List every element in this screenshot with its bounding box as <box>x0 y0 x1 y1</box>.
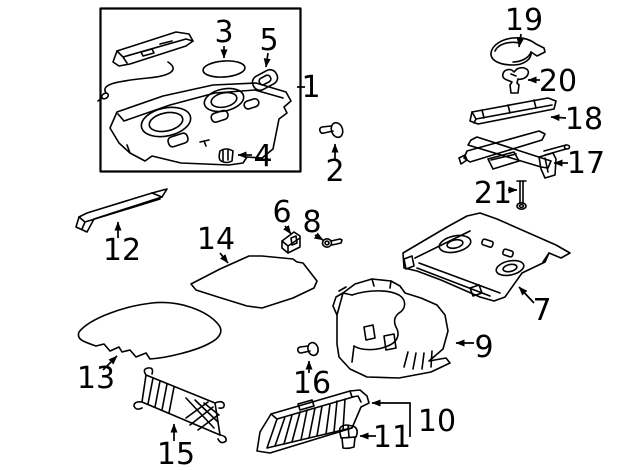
part-9-side-trim-panel <box>332 278 451 379</box>
callout-11[interactable]: 11 <box>373 420 411 455</box>
callout-9[interactable]: 9 <box>474 330 493 365</box>
part-10-sill-plate <box>256 389 370 454</box>
callout-21[interactable]: 21 <box>474 176 512 211</box>
part-16-fastener <box>296 341 319 357</box>
part-7-rear-panel <box>402 212 571 302</box>
callout-19[interactable]: 19 <box>505 3 543 38</box>
callout-2[interactable]: 2 <box>325 154 344 189</box>
callout-12[interactable]: 12 <box>103 233 141 268</box>
callout-7[interactable]: 7 <box>532 293 551 328</box>
callout-14-arrow <box>219 252 229 264</box>
callout-5[interactable]: 5 <box>259 23 278 58</box>
part-13-trunk-mat <box>77 301 222 360</box>
part-19-cover <box>490 37 546 66</box>
package-tray-panel <box>109 82 292 166</box>
callout-1[interactable]: 1 <box>301 70 320 105</box>
callout-16[interactable]: 16 <box>293 366 331 401</box>
part-14-load-floor <box>190 255 318 309</box>
callout-8[interactable]: 8 <box>302 205 321 240</box>
part-1-assembly-box <box>99 7 302 173</box>
callout-5-arrow <box>263 52 271 68</box>
part-2-fastener <box>318 121 344 139</box>
part-18-jack-handle <box>469 97 557 125</box>
part-21-bolt <box>516 180 527 211</box>
callout-10[interactable]: 10 <box>418 404 456 439</box>
part-12-trim-strip <box>75 188 168 233</box>
part-6-bracket <box>281 231 301 254</box>
callout-6[interactable]: 6 <box>272 195 291 230</box>
callout-13[interactable]: 13 <box>77 361 115 396</box>
part-11-bumper <box>338 424 358 450</box>
part-20-wing-nut <box>501 67 530 94</box>
part-8-screw <box>321 238 343 249</box>
callout-3[interactable]: 3 <box>214 15 233 50</box>
callout-17[interactable]: 17 <box>567 146 605 181</box>
callout-6-arrow <box>283 225 292 235</box>
callout-10-bracket <box>371 399 411 437</box>
third-brake-light <box>97 31 194 102</box>
callout-19-arrow <box>516 33 524 48</box>
callout-8-arrow <box>313 232 324 241</box>
callout-4[interactable]: 4 <box>253 139 272 174</box>
callout-14[interactable]: 14 <box>197 222 235 257</box>
callout-18[interactable]: 18 <box>565 102 603 137</box>
part-15-cargo-net <box>133 367 227 444</box>
part-4-clip <box>218 148 234 164</box>
part-17-jack <box>458 130 571 179</box>
callout-7-arrow <box>518 286 535 304</box>
callout-13-arrow <box>102 355 118 371</box>
callout-18-arrow <box>550 114 567 122</box>
callout-15[interactable]: 15 <box>157 437 195 471</box>
callout-20[interactable]: 20 <box>539 64 577 99</box>
part-3-oval-pad <box>202 60 246 78</box>
